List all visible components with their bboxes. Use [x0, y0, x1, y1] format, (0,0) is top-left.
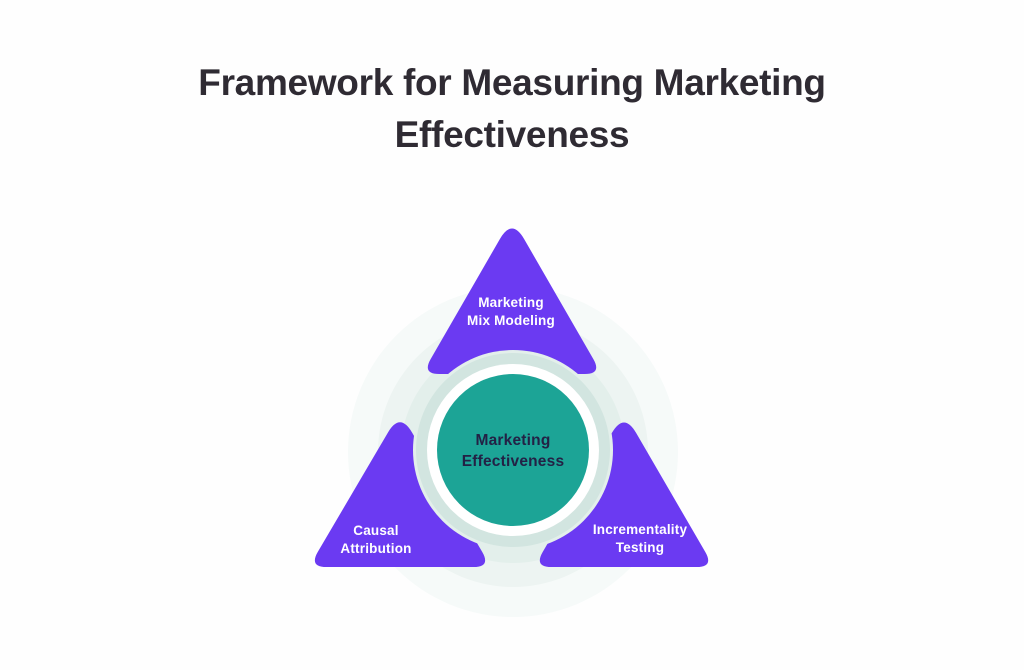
page-title: Framework for Measuring Marketing Effect…	[0, 57, 1024, 161]
page-title-line-2: Effectiveness	[394, 114, 630, 155]
triangle-group	[314, 228, 709, 567]
page-title-line-1: Framework for Measuring Marketing	[198, 62, 826, 103]
triangle-marketing-mix-modeling	[427, 228, 597, 374]
triangle-causal-attribution	[314, 422, 486, 567]
center-circle	[437, 374, 589, 526]
triangle-incrementality-testing	[539, 422, 709, 567]
